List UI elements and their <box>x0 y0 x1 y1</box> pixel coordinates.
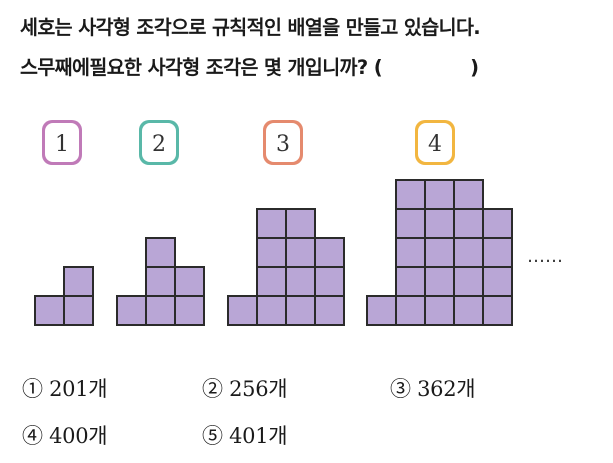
square-tile <box>285 295 316 326</box>
square-tile <box>453 208 484 239</box>
choice-4-text: 400개 <box>49 424 108 448</box>
choice-4-number: ④ <box>22 424 43 448</box>
square-tile <box>285 208 316 239</box>
square-tile <box>63 295 94 326</box>
stage-label: 4 <box>428 132 442 157</box>
square-tile <box>227 295 258 326</box>
choice-3[interactable]: ③ 362개 <box>390 373 476 403</box>
choice-3-number: ③ <box>390 377 411 401</box>
stage-label: 3 <box>276 132 290 157</box>
question-line-1: 세호는 사각형 조각으로 규칙적인 배열을 만들고 있습니다. <box>20 16 481 39</box>
square-tile <box>424 266 455 297</box>
square-tile <box>314 266 345 297</box>
square-tile <box>424 295 455 326</box>
square-tile <box>424 237 455 268</box>
square-tile <box>174 266 205 297</box>
choice-2-text: 256개 <box>229 377 288 401</box>
choice-3-text: 362개 <box>417 377 476 401</box>
choice-2[interactable]: ② 256개 <box>202 373 288 403</box>
square-tile <box>314 237 345 268</box>
stage-1-badge: 1 <box>42 120 82 165</box>
square-tile <box>453 179 484 210</box>
square-tile <box>256 237 287 268</box>
badge-face <box>418 123 452 162</box>
choice-1-text: 201개 <box>49 377 108 401</box>
badge-face <box>45 123 79 162</box>
square-tile <box>453 237 484 268</box>
square-tile <box>395 295 426 326</box>
square-tile <box>174 295 205 326</box>
square-tile <box>482 237 513 268</box>
square-tile <box>145 295 176 326</box>
square-tile <box>424 208 455 239</box>
question-line-2: 스무째에필요한 사각형 조각은 몇 개입니까? () <box>20 48 605 88</box>
square-tile <box>145 237 176 268</box>
question-line-2-text: 스무째에필요한 사각형 조각은 몇 개입니까? ( <box>20 56 383 79</box>
choice-2-number: ② <box>202 377 223 401</box>
square-tile <box>63 266 94 297</box>
square-tile <box>256 266 287 297</box>
ellipsis-text: …… <box>527 246 563 267</box>
square-tile <box>395 208 426 239</box>
square-tile <box>116 295 147 326</box>
stage-4-badge: 4 <box>415 120 455 165</box>
square-tile <box>395 179 426 210</box>
choice-5-text: 401개 <box>229 424 288 448</box>
square-tile <box>482 295 513 326</box>
square-tile <box>366 295 397 326</box>
stage-2-badge: 2 <box>139 120 179 165</box>
badge-face <box>142 123 176 162</box>
badge-face <box>266 123 300 162</box>
square-tile <box>453 266 484 297</box>
stage-label: 2 <box>152 132 166 157</box>
square-tile <box>285 266 316 297</box>
answer-blank-close: ) <box>470 56 479 79</box>
square-tile <box>256 208 287 239</box>
square-tile <box>395 266 426 297</box>
square-tile <box>34 295 65 326</box>
square-tile <box>285 237 316 268</box>
stage-3-badge: 3 <box>263 120 303 165</box>
choice-5-number: ⑤ <box>202 424 223 448</box>
square-tile <box>482 208 513 239</box>
square-tile <box>453 295 484 326</box>
square-tile <box>314 295 345 326</box>
choice-1-number: ① <box>22 377 43 401</box>
square-tile <box>482 266 513 297</box>
square-tile <box>424 179 455 210</box>
choice-1[interactable]: ① 201개 <box>22 373 108 403</box>
stage-label: 1 <box>55 132 69 157</box>
square-tile <box>395 237 426 268</box>
question-text: 세호는 사각형 조각으로 규칙적인 배열을 만들고 있습니다. 스무째에필요한 … <box>20 8 605 88</box>
choice-5[interactable]: ⑤ 401개 <box>202 420 288 450</box>
choice-4[interactable]: ④ 400개 <box>22 420 108 450</box>
square-tile <box>256 295 287 326</box>
square-tile <box>145 266 176 297</box>
